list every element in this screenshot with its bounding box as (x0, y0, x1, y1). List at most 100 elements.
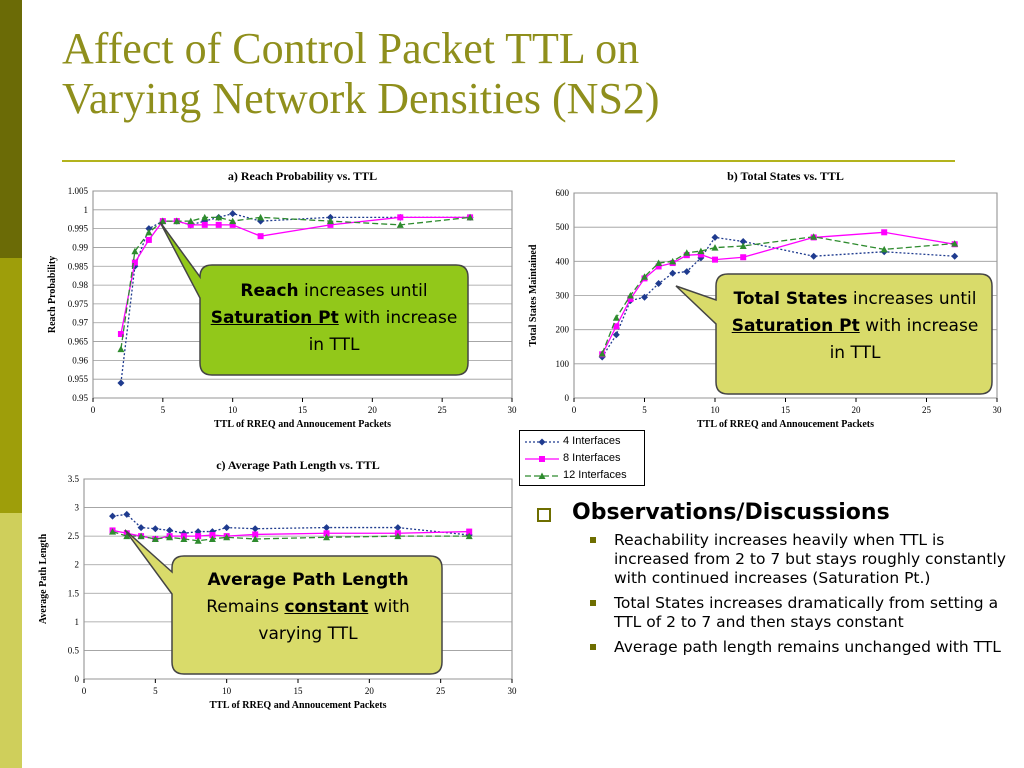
y-tick-label: 0.965 (68, 337, 89, 347)
data-point-series-3 (145, 228, 153, 236)
y-tick-label: 200 (556, 325, 570, 335)
data-point-series-3 (880, 245, 888, 253)
data-point-series-3 (711, 244, 719, 251)
data-point-series-3 (215, 213, 223, 221)
data-point-series-1 (117, 379, 125, 387)
legend-label: 8 Interfaces (563, 452, 621, 464)
data-point-series-2 (655, 263, 662, 270)
square-bullet-icon (590, 644, 596, 650)
data-point-series-1 (123, 510, 131, 518)
data-point-series-2 (187, 221, 194, 228)
y-tick-label: 2 (75, 560, 80, 570)
path-callout-text: Average Path Length Remains constant wit… (180, 567, 436, 648)
y-tick-label: 2.5 (68, 531, 80, 541)
data-point-series-2 (131, 259, 138, 266)
slide-title-line-1: Affect of Control Packet TTL on (62, 24, 640, 73)
data-point-series-2 (257, 233, 264, 240)
data-point-series-1 (229, 210, 237, 218)
data-point-series-3 (208, 535, 216, 542)
states-callout-text: Total States increases until Saturation … (724, 286, 986, 367)
data-point-series-1 (711, 233, 719, 241)
data-point-series-1 (669, 269, 677, 277)
x-tick-label: 5 (161, 405, 166, 415)
legend-marker (539, 456, 545, 462)
y-tick-label: 0.99 (72, 242, 88, 252)
states-callout-underlined: Saturation Pt (731, 316, 860, 336)
data-point-series-2 (117, 331, 124, 338)
data-point-series-3 (598, 350, 606, 357)
data-point-series-3 (683, 249, 691, 256)
data-point-series-2 (697, 251, 704, 258)
slide-title-line-2: Varying Network Densities (NS2) (62, 74, 660, 123)
x-tick-label: 5 (642, 405, 647, 415)
title-divider (62, 160, 955, 162)
stripe-segment-1 (0, 0, 22, 258)
y-tick-label: 1 (75, 617, 80, 627)
y-tick-label: 0.5 (68, 645, 80, 655)
square-bullet-icon (590, 600, 596, 606)
data-point-series-2 (195, 533, 202, 540)
data-point-series-2 (881, 229, 888, 236)
data-point-series-3 (180, 535, 188, 542)
data-point-series-1 (394, 524, 402, 532)
chart-title: a) Reach Probability vs. TTL (228, 169, 377, 183)
data-point-series-3 (123, 532, 131, 540)
x-tick-label: 20 (368, 405, 378, 415)
x-tick-label: 0 (91, 405, 96, 415)
data-point-series-3 (223, 533, 231, 541)
y-tick-label: 0.98 (72, 280, 88, 290)
y-tick-label: 600 (556, 188, 570, 198)
x-tick-label: 5 (153, 686, 158, 696)
data-point-series-3 (396, 221, 404, 228)
x-tick-label: 0 (82, 686, 87, 696)
x-tick-label: 15 (781, 405, 791, 415)
path-callout-bubble (124, 529, 443, 675)
data-point-series-1 (223, 524, 231, 532)
data-point-series-1 (151, 525, 159, 533)
y-axis-label: Total States Maintained (528, 244, 539, 346)
x-tick-label: 15 (298, 405, 308, 415)
data-point-series-3 (201, 213, 209, 221)
data-point-series-2 (466, 528, 473, 535)
x-tick-label: 30 (993, 405, 1003, 415)
chart-title: b) Total States vs. TTL (727, 169, 844, 183)
data-point-series-3 (655, 259, 663, 267)
data-point-series-3 (187, 217, 195, 225)
data-point-series-2 (209, 532, 216, 538)
data-point-series-1 (326, 213, 334, 221)
legend-item: 4 Interfaces (523, 434, 643, 450)
legend-marker (538, 472, 546, 479)
data-point-series-3 (323, 533, 331, 541)
data-point-series-1 (137, 524, 145, 532)
reach-callout-text-1: increases until (298, 281, 428, 301)
y-tick-label: 300 (556, 291, 570, 301)
x-tick-label: 25 (436, 686, 446, 696)
observation-text: Average path length remains unchanged wi… (614, 638, 1001, 656)
stripe-segment-2 (0, 258, 22, 513)
data-point-series-1 (655, 280, 663, 288)
data-point-series-3 (257, 213, 265, 221)
data-point-series-3 (137, 532, 145, 540)
data-point-series-3 (173, 217, 181, 225)
slide-title: Affect of Control Packet TTL on Varying … (62, 24, 882, 124)
legend-swatch (525, 456, 559, 462)
data-point-series-3 (131, 247, 139, 255)
data-point-series-2 (327, 221, 334, 228)
data-point-series-2 (323, 530, 330, 537)
data-point-series-2 (215, 221, 222, 228)
y-tick-label: 0.95 (72, 393, 88, 403)
data-point-series-1 (951, 252, 959, 260)
y-tick-label: 500 (556, 222, 570, 232)
data-point-series-3 (951, 240, 959, 247)
path-callout-bold: Average Path Length (207, 570, 409, 590)
data-point-series-3 (465, 532, 473, 540)
x-tick-label: 20 (365, 686, 375, 696)
data-point-series-1 (739, 238, 747, 246)
states-callout-bubble (675, 273, 993, 395)
reach-callout-bubble (159, 221, 469, 376)
path-callout-text-1: Remains (206, 597, 285, 617)
data-point-series-3 (326, 217, 334, 225)
data-point-series-3 (166, 533, 174, 541)
data-point-series-3 (229, 217, 237, 225)
y-tick-label: 3.5 (68, 474, 80, 484)
